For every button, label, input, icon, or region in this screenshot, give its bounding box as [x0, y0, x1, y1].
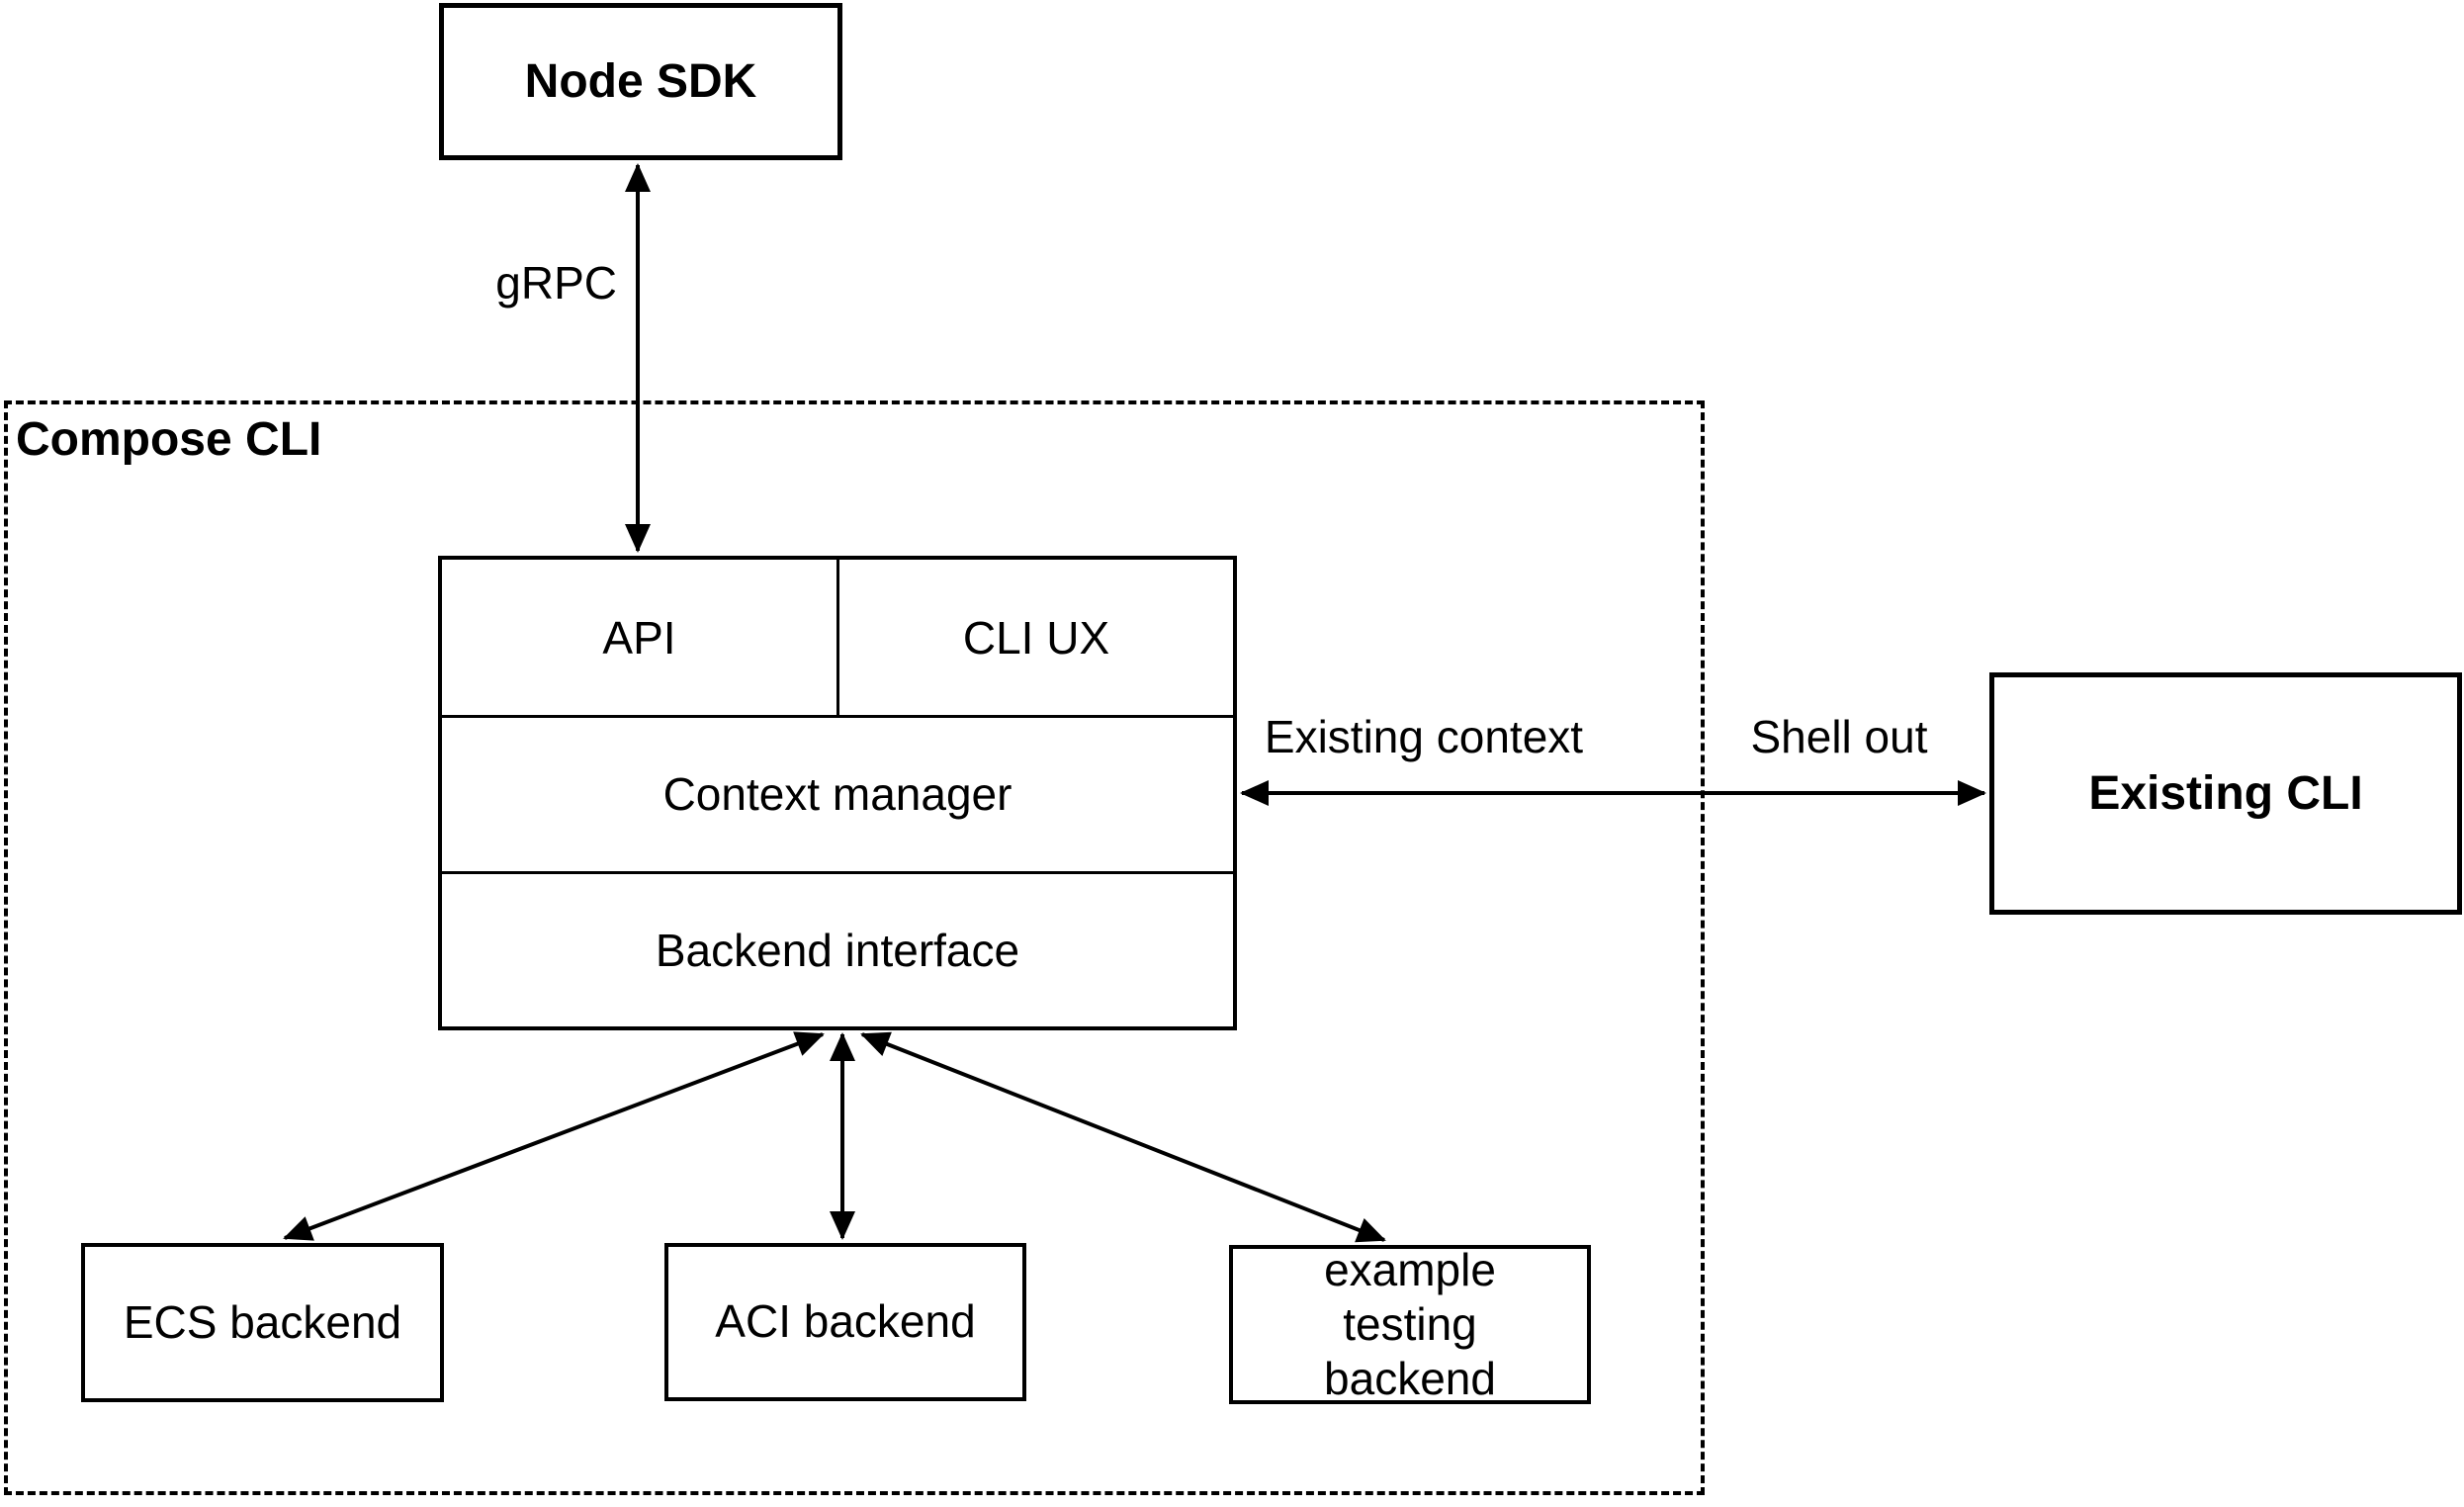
node-ecs-backend-label: ECS backend	[123, 1295, 402, 1348]
node-aci-backend-label: ACI backend	[715, 1295, 976, 1348]
node-context-manager-label: Context manager	[662, 768, 1012, 821]
node-ecs-backend: ECS backend	[81, 1243, 444, 1402]
node-node-sdk-label: Node SDK	[524, 54, 757, 108]
compose-cli-label: Compose CLI	[16, 413, 322, 466]
node-node-sdk: Node SDK	[439, 3, 842, 160]
compose-cli-stack: API CLI UX Context manager Backend inter…	[438, 556, 1237, 1030]
node-aci-backend: ACI backend	[664, 1243, 1026, 1401]
node-example-testing-backend-label: example testing backend	[1324, 1243, 1496, 1405]
node-api: API	[442, 560, 836, 715]
node-example-testing-backend: example testing backend	[1229, 1243, 1591, 1405]
edge-backend-to-example	[860, 1031, 1386, 1243]
node-existing-cli-label: Existing CLI	[2088, 766, 2363, 820]
node-backend-interface-label: Backend interface	[655, 924, 1020, 976]
node-cli-ux-label: CLI UX	[962, 611, 1110, 664]
stack-top-row: API CLI UX	[442, 560, 1233, 716]
edge-label-shell-out: Shell out	[1750, 711, 1928, 762]
node-api-label: API	[602, 611, 676, 664]
node-existing-cli: Existing CLI	[1989, 672, 2462, 915]
compose-cli-container: Compose CLI	[4, 400, 1705, 1495]
edge-label-grpc: gRPC	[495, 257, 617, 309]
node-context-manager: Context manager	[442, 715, 1233, 870]
edge-backend-to-ecs	[283, 1031, 825, 1241]
edge-label-existing-context: Existing context	[1264, 711, 1584, 762]
node-backend-interface: Backend interface	[442, 870, 1233, 1026]
node-cli-ux: CLI UX	[836, 560, 1233, 716]
